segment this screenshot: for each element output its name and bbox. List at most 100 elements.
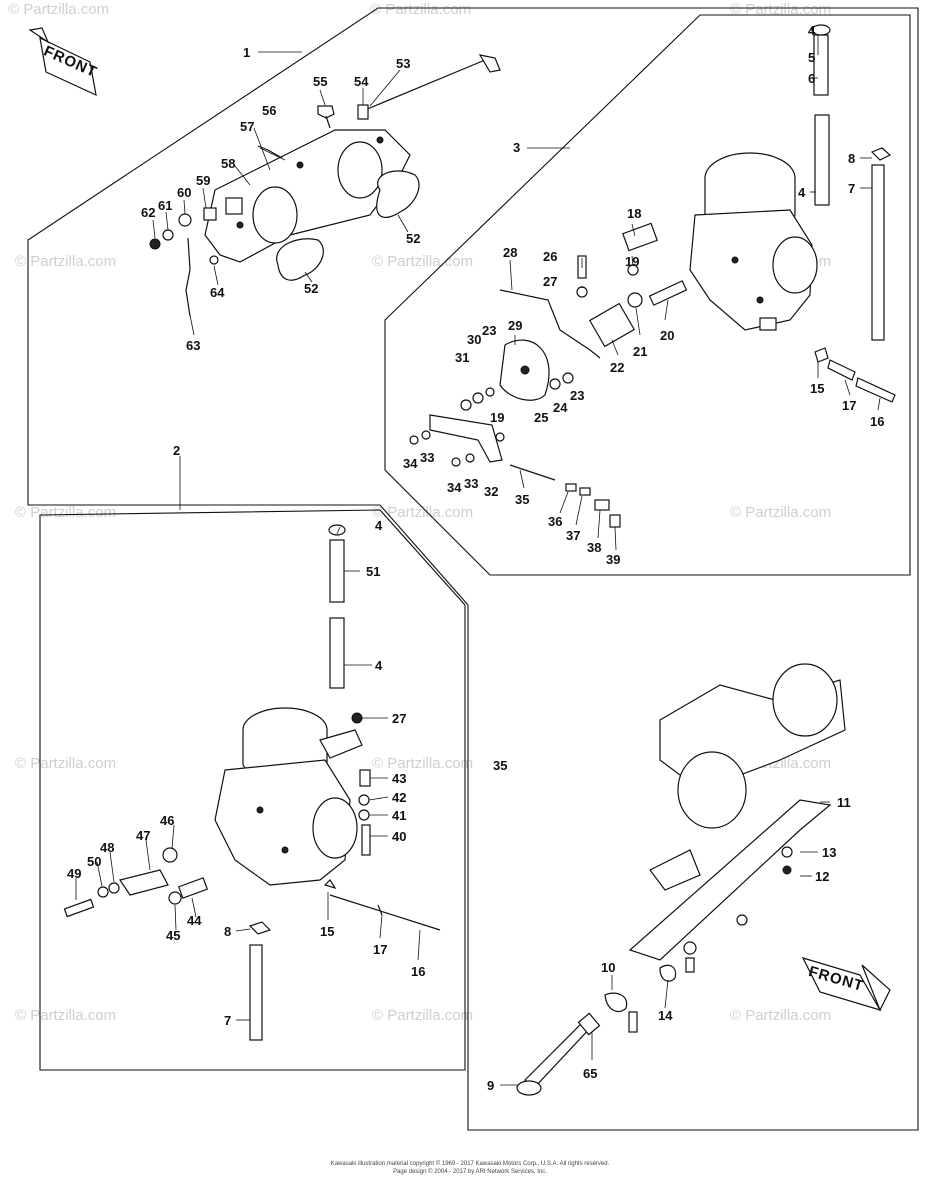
vent-tubes-right <box>811 24 892 341</box>
callout-64: 64 <box>210 285 225 300</box>
callout-36: 36 <box>548 514 562 529</box>
watermark: © Partzilla.com <box>15 253 116 270</box>
callout-31: 31 <box>455 350 469 365</box>
intake-holder-plate <box>204 129 411 263</box>
callout-4: 4 <box>375 658 383 673</box>
callout-14: 14 <box>658 1008 673 1023</box>
callout-42: 42 <box>392 790 406 805</box>
footer-copyright: Kawasaki illustration material copyright… <box>331 1160 610 1175</box>
callout-56: 56 <box>262 103 276 118</box>
callout-33: 33 <box>464 476 478 491</box>
o-ring-gaskets <box>276 170 420 281</box>
throttle-linkage-right <box>409 222 688 528</box>
callout-11: 11 <box>837 795 851 810</box>
watermark: © Partzilla.com <box>8 1 109 18</box>
callout-39: 39 <box>606 552 620 567</box>
callout-27: 27 <box>392 711 406 726</box>
callout-26: 26 <box>543 249 557 264</box>
front-arrow-top: FRONT <box>28 27 100 97</box>
vent-tubes-left <box>248 524 346 1041</box>
watermark: © Partzilla.com <box>372 504 473 521</box>
watermark: © Partzilla.com <box>15 755 116 772</box>
callout-35: 35 <box>515 492 529 507</box>
callout-24: 24 <box>553 400 568 415</box>
callout-2: 2 <box>173 443 180 458</box>
callout-4: 4 <box>798 185 806 200</box>
callout-3: 3 <box>513 140 520 155</box>
callout-8: 8 <box>848 151 855 166</box>
callout-25: 25 <box>534 410 548 425</box>
watermark: © Partzilla.com <box>372 253 473 270</box>
callout-58: 58 <box>221 156 235 171</box>
callout-32: 32 <box>484 484 498 499</box>
callout-28: 28 <box>503 245 517 260</box>
callout-19: 19 <box>625 254 639 269</box>
watermark: © Partzilla.com <box>730 1 831 18</box>
callout-9: 9 <box>487 1078 494 1093</box>
small-hardware-left <box>63 712 441 931</box>
callout-50: 50 <box>87 854 101 869</box>
watermark: © Partzilla.com <box>372 1007 473 1024</box>
callout-labels: 1 2 3 4 5 6 4 8 7 18 19 20 21 22 26 27 2… <box>67 23 884 1093</box>
callout-40: 40 <box>392 829 406 844</box>
frame-assembly-1 <box>27 7 919 1131</box>
callout-7: 7 <box>848 181 855 196</box>
callout-60: 60 <box>177 185 191 200</box>
callout-4: 4 <box>375 518 383 533</box>
watermark: © Partzilla.com <box>15 1007 116 1024</box>
callout-5: 5 <box>808 50 815 65</box>
carburetor-right <box>689 152 818 331</box>
callout-8: 8 <box>224 924 231 939</box>
copyright-line-1: Kawasaki illustration material copyright… <box>331 1160 610 1167</box>
callout-16: 16 <box>870 414 884 429</box>
callout-16: 16 <box>411 964 425 979</box>
watermark: © Partzilla.com <box>370 1 471 18</box>
callout-51: 51 <box>366 564 380 579</box>
callout-20: 20 <box>660 328 674 343</box>
callout-49: 49 <box>67 866 81 881</box>
callout-17: 17 <box>373 942 387 957</box>
callout-6: 6 <box>808 71 815 86</box>
callout-61: 61 <box>158 198 172 213</box>
callout-30: 30 <box>467 332 481 347</box>
callout-54: 54 <box>354 74 369 89</box>
callout-34: 34 <box>403 456 418 471</box>
callout-63: 63 <box>186 338 200 353</box>
air-cleaner-bracket <box>604 663 846 1033</box>
callout-52: 52 <box>304 281 318 296</box>
callout-15: 15 <box>320 924 334 939</box>
carburetor-left <box>214 707 363 886</box>
watermarks: © Partzilla.com © Partzilla.com © Partzi… <box>8 1 831 1024</box>
callout-53: 53 <box>396 56 410 71</box>
callout-43: 43 <box>392 771 406 786</box>
callout-22: 22 <box>610 360 624 375</box>
leader-lines <box>75 35 881 1086</box>
throttle-cable-rod-53 <box>357 54 501 120</box>
callout-4: 4 <box>808 23 816 38</box>
callout-52: 52 <box>406 231 420 246</box>
front-arrow-bottom: FRONT <box>801 957 891 1012</box>
callout-1: 1 <box>243 45 250 60</box>
callout-17: 17 <box>842 398 856 413</box>
fuel-cock-9 <box>516 1012 601 1096</box>
callout-13: 13 <box>822 845 836 860</box>
callout-46: 46 <box>160 813 174 828</box>
callout-44: 44 <box>187 913 202 928</box>
watermark: © Partzilla.com <box>730 504 831 521</box>
callout-15: 15 <box>810 381 824 396</box>
callout-23: 23 <box>482 323 496 338</box>
callout-7: 7 <box>224 1013 231 1028</box>
callout-27: 27 <box>543 274 557 289</box>
callout-35: 35 <box>493 758 507 773</box>
frame-assembly-2 <box>39 509 466 1071</box>
callout-62: 62 <box>141 205 155 220</box>
watermark: © Partzilla.com <box>730 1007 831 1024</box>
callout-57: 57 <box>240 119 254 134</box>
callout-38: 38 <box>587 540 601 555</box>
callout-55: 55 <box>313 74 327 89</box>
callout-10: 10 <box>601 960 615 975</box>
watermark: © Partzilla.com <box>372 755 473 772</box>
callout-47: 47 <box>136 828 150 843</box>
callout-29: 29 <box>508 318 522 333</box>
